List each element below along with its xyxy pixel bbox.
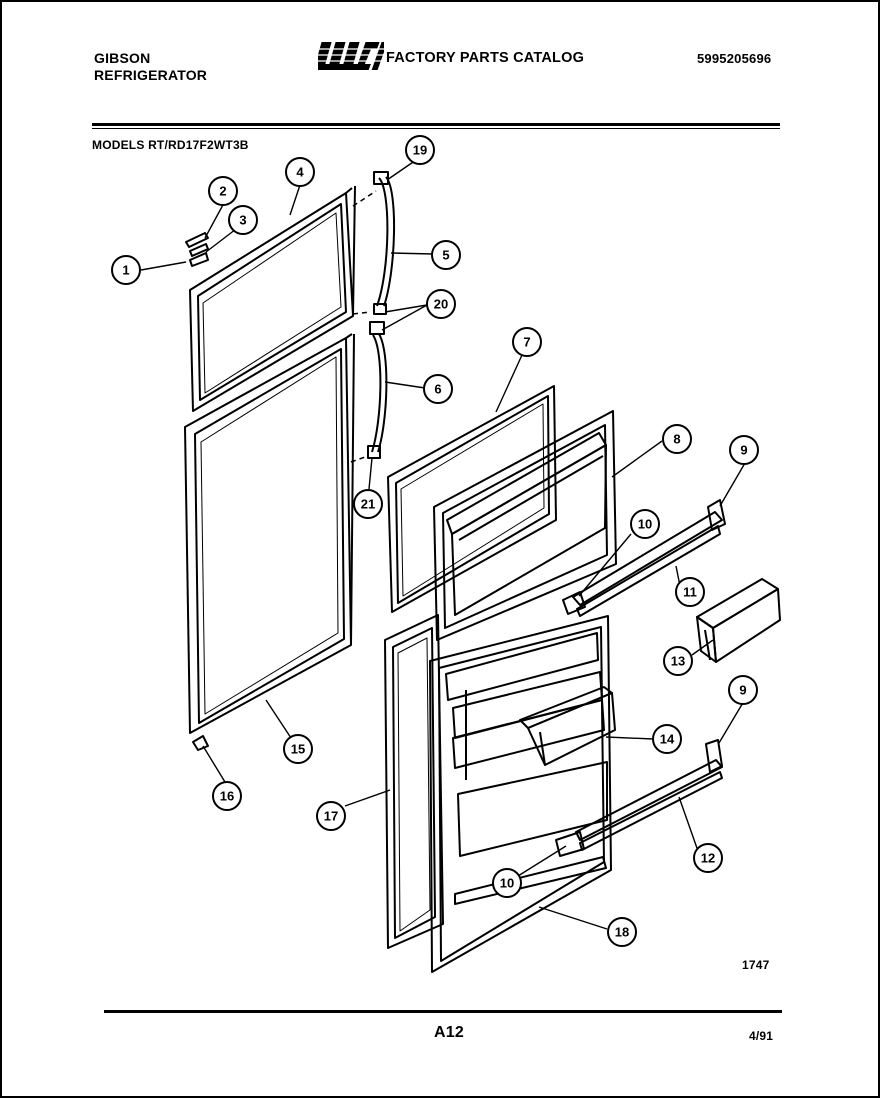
callout-21 bbox=[353, 489, 383, 519]
callout-label-19: 19 bbox=[413, 143, 427, 158]
callout-label-15: 15 bbox=[291, 742, 305, 757]
freezer-handle bbox=[373, 171, 395, 315]
models-label: MODELS RT/RD17F2WT3B bbox=[92, 138, 249, 152]
callout-label-5: 5 bbox=[442, 248, 449, 263]
callout-4 bbox=[285, 157, 315, 187]
callout-label-11: 11 bbox=[683, 585, 697, 600]
callout-label-6: 6 bbox=[434, 382, 441, 397]
callout-17 bbox=[316, 801, 346, 831]
callout-label-14: 14 bbox=[660, 732, 675, 747]
callout-label-17: 17 bbox=[324, 809, 338, 824]
callout-15 bbox=[283, 734, 313, 764]
callout-9a bbox=[729, 435, 759, 465]
fresh-food-inner-gasket bbox=[384, 614, 444, 949]
callout-label-12: 12 bbox=[701, 851, 715, 866]
callout-label-13: 13 bbox=[671, 654, 685, 669]
callout-3 bbox=[228, 205, 258, 235]
page-code: A12 bbox=[434, 1024, 464, 1041]
door-bin bbox=[696, 578, 781, 663]
callout-2 bbox=[208, 176, 238, 206]
catalog-title: FACTORY PARTS CATALOG bbox=[386, 50, 585, 66]
footer-rule bbox=[104, 1010, 782, 1013]
brand-name: GIBSON bbox=[94, 50, 151, 66]
callout-14 bbox=[652, 724, 682, 754]
callout-label-16: 16 bbox=[220, 789, 234, 804]
door-shelf-bar bbox=[519, 686, 616, 766]
callout-label-10b: 10 bbox=[500, 876, 514, 891]
callout-label-3: 3 bbox=[239, 213, 246, 228]
callout-label-7: 7 bbox=[523, 335, 530, 350]
door-stop bbox=[192, 735, 209, 751]
callout-8 bbox=[662, 424, 692, 454]
callout-11 bbox=[675, 577, 705, 607]
callout-label-18: 18 bbox=[615, 925, 629, 940]
drawing-number: 1747 bbox=[742, 958, 770, 972]
callout-label-4: 4 bbox=[296, 165, 304, 180]
callout-5 bbox=[431, 240, 461, 270]
callout-18 bbox=[607, 917, 637, 947]
fresh-food-gasket bbox=[184, 333, 355, 734]
callout-1 bbox=[111, 255, 141, 285]
callout-label-10a: 10 bbox=[638, 517, 652, 532]
callout-label-8: 8 bbox=[673, 432, 680, 447]
wci-logo bbox=[313, 40, 388, 74]
freezer-gasket bbox=[189, 185, 356, 412]
callout-7 bbox=[512, 327, 542, 357]
catalog-part-number: 5995205696 bbox=[697, 51, 772, 66]
callout-13 bbox=[663, 646, 693, 676]
header-rule bbox=[92, 123, 780, 126]
freezer-shelf bbox=[562, 499, 726, 617]
callout-16 bbox=[212, 781, 242, 811]
callout-label-21: 21 bbox=[361, 497, 375, 512]
freezer-inner-gasket bbox=[387, 385, 557, 613]
fresh-food-handle bbox=[367, 321, 388, 459]
page-date: 4/91 bbox=[749, 1029, 774, 1043]
lower-shelf bbox=[555, 739, 723, 857]
callout-9b bbox=[728, 675, 758, 705]
freezer-door-liner bbox=[433, 410, 617, 641]
callout-label-20: 20 bbox=[434, 297, 448, 312]
callout-12 bbox=[693, 843, 723, 873]
callout-10a bbox=[630, 509, 660, 539]
product-type: REFRIGERATOR bbox=[94, 67, 208, 83]
callout-10b bbox=[492, 868, 522, 898]
callout-6 bbox=[423, 374, 453, 404]
callout-label-1: 1 bbox=[122, 263, 129, 278]
callout-label-9b: 9 bbox=[739, 683, 746, 698]
header-rule-thin bbox=[92, 128, 780, 129]
callout-label-9a: 9 bbox=[740, 443, 747, 458]
fresh-food-door-liner bbox=[429, 615, 612, 973]
callout-19 bbox=[405, 135, 435, 165]
callout-20 bbox=[426, 289, 456, 319]
hinge-hardware bbox=[185, 232, 209, 267]
callout-label-2: 2 bbox=[219, 184, 226, 199]
